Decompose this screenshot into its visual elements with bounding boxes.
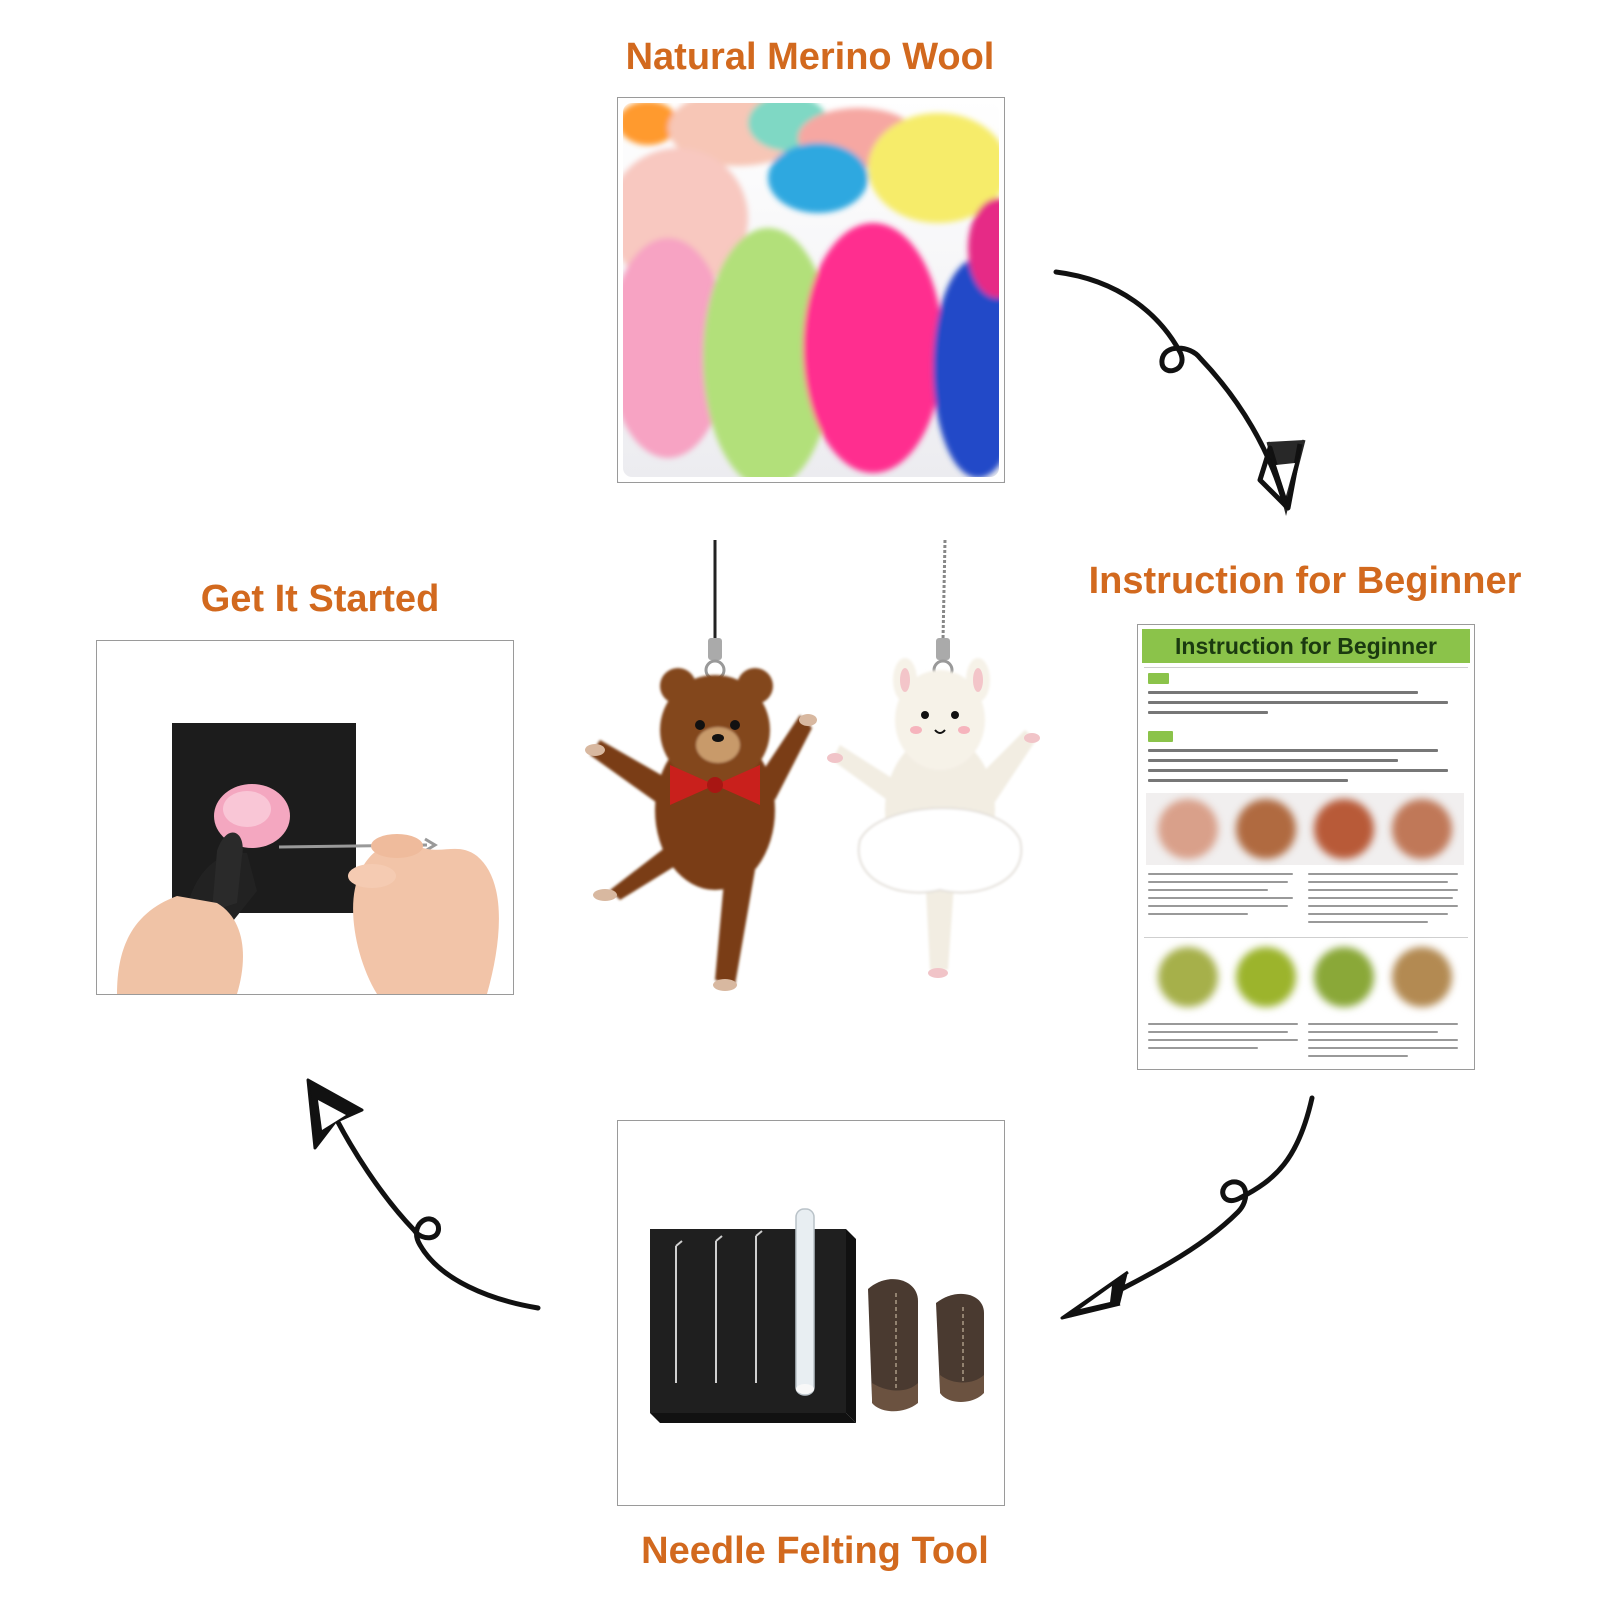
wool-title: Natural Merino Wool bbox=[625, 36, 995, 78]
tool-photo bbox=[617, 1120, 1005, 1506]
sheet-title: Instruction for Beginner bbox=[1142, 629, 1470, 663]
start-photo bbox=[96, 640, 514, 995]
curved-arrow-icon bbox=[306, 1078, 541, 1311]
instruction-sheet: Instruction for Beginner bbox=[1137, 624, 1475, 1070]
tool-title: Needle Felting Tool bbox=[641, 1530, 989, 1572]
start-title: Get It Started bbox=[200, 578, 440, 620]
curved-arrow-icon bbox=[1053, 269, 1306, 516]
felt-toys-photo bbox=[585, 540, 1040, 991]
instruction-title: Instruction for Beginner bbox=[1088, 560, 1522, 602]
wool-photo bbox=[617, 97, 1005, 483]
curved-arrow-icon bbox=[1060, 1095, 1315, 1320]
